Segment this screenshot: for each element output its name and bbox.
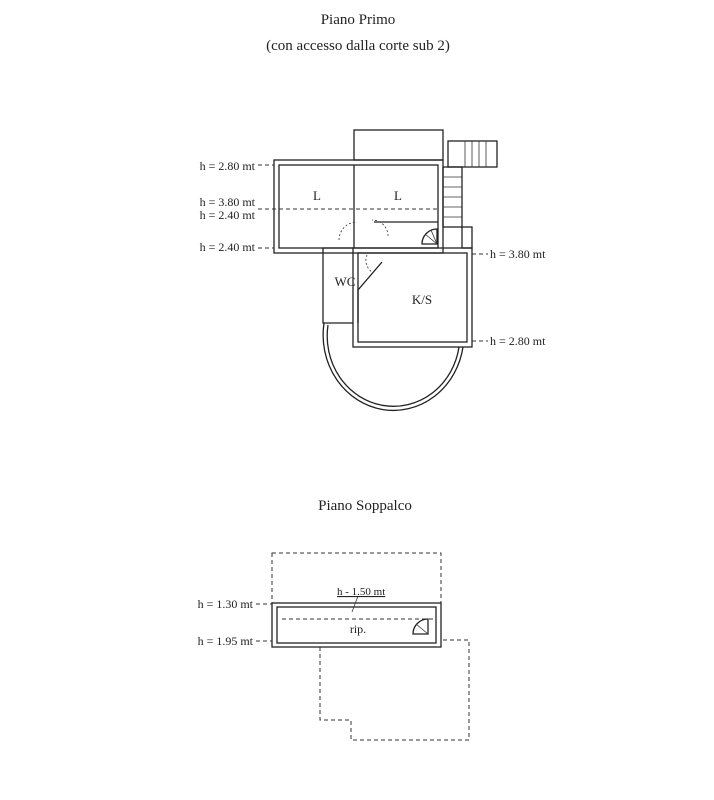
room-label: rip. — [350, 622, 366, 636]
height-label: h = 1.30 mt — [198, 597, 254, 611]
height-label: h = 2.80 mt — [200, 159, 256, 173]
spiral-stair-icon — [412, 618, 429, 635]
inner-height-label: h - 1.50 mt — [337, 586, 385, 598]
kitchen-block — [352, 247, 473, 348]
height-label: h = 2.80 mt — [490, 334, 546, 348]
height-label: h = 3.80 mt — [200, 195, 256, 209]
spiral-stair-icon — [421, 228, 438, 245]
height-label: h = 3.80 mt — [490, 247, 546, 261]
room-label: L — [313, 188, 321, 203]
room-label: K/S — [412, 292, 432, 307]
room-label: L — [394, 188, 402, 203]
external-stairs-icon — [442, 140, 498, 249]
bedrooms-block — [273, 159, 444, 254]
height-label: h = 1.95 mt — [198, 634, 254, 648]
mezzanine-plan: h - 1.50 mt rip. h = 1.30 mt h = 1.95 mt — [198, 552, 470, 741]
height-label: h = 2.40 mt — [200, 240, 256, 254]
first-floor-title: Piano Primo — [321, 12, 396, 28]
height-label: h = 2.40 mt — [200, 208, 256, 222]
round-balcony — [322, 322, 464, 412]
mezzanine-title: Piano Soppalco — [318, 498, 412, 514]
first-floor-plan: L L WC K/S h = 2.80 mt h = 3.80 mt h = 2… — [200, 129, 546, 412]
first-floor-subtitle: (con accesso dalla corte sub 2) — [266, 38, 450, 54]
room-label: WC — [335, 274, 356, 289]
terrace-top — [353, 129, 444, 161]
